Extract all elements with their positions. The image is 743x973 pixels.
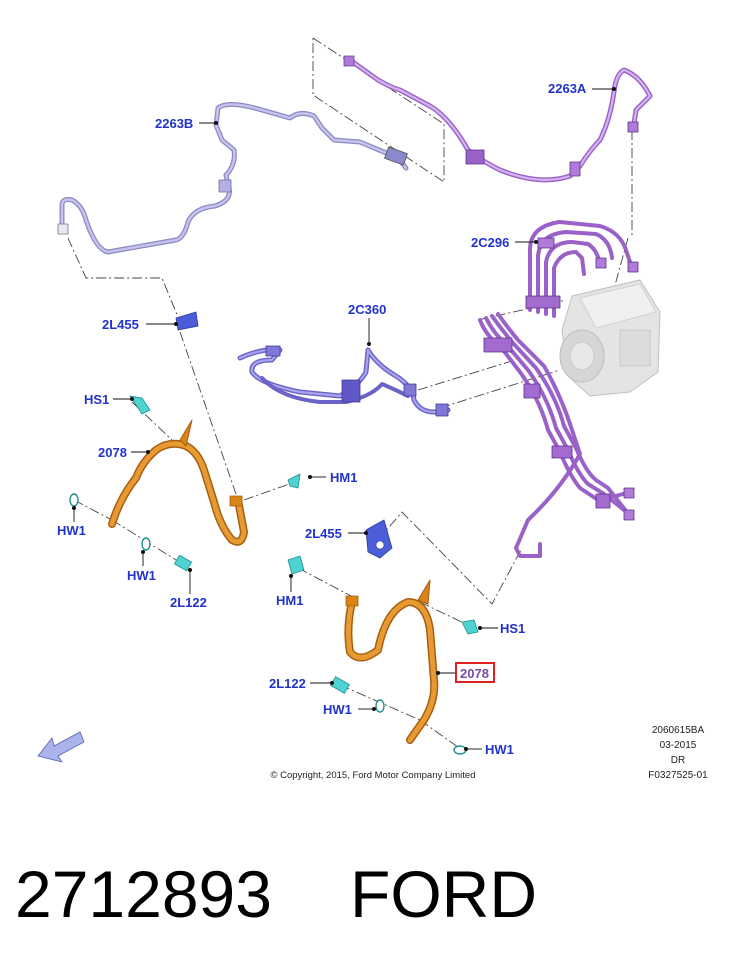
clip-HM1-left — [287, 555, 305, 575]
brake-tube-2C360 — [237, 345, 451, 417]
clip-HS1-left — [129, 395, 151, 415]
callout-HM1-right: HM1 — [330, 470, 357, 485]
bracket-2L455-top — [175, 311, 199, 331]
callout-HW1-a: HW1 — [57, 523, 86, 538]
meta-code: 2060615BA — [652, 725, 705, 736]
copyright-notice: © Copyright, 2015, Ford Motor Company Li… — [270, 770, 475, 781]
clip-HM1-right — [287, 473, 301, 489]
highlight-box — [455, 662, 495, 683]
callout-HW1-b: HW1 — [127, 568, 156, 583]
drawing-metadata: 2060615BA 03-2015 DR F0327525-01 — [648, 725, 708, 781]
callout-HW1-c: HW1 — [323, 702, 352, 717]
callout-HS1-left: HS1 — [84, 392, 109, 407]
part-number: 2712893 — [15, 857, 272, 931]
brand-name: FORD — [350, 857, 537, 931]
callout-2L455-middle: 2L455 — [305, 526, 342, 541]
abs-module — [559, 279, 661, 397]
clip-HS1-right — [461, 619, 479, 635]
callout-2C296: 2C296 — [471, 235, 509, 250]
callout-2263B: 2263B — [155, 116, 193, 131]
meta-date: 03-2015 — [660, 740, 697, 751]
callout-HW1-d: HW1 — [485, 742, 514, 757]
meta-dr: DR — [671, 755, 685, 766]
brake-tube-2263B — [57, 102, 409, 255]
callout-2L122-left: 2L122 — [170, 595, 207, 610]
meta-ref: F0327525-01 — [648, 770, 708, 781]
washer-HW1-a — [69, 493, 79, 507]
bolt-2L122-left — [173, 554, 193, 572]
callout-2263A: 2263A — [548, 81, 587, 96]
bolt-2L122-right — [330, 676, 350, 694]
callout-2078-left: 2078 — [98, 445, 127, 460]
brake-hose-2078-left — [108, 419, 248, 546]
callout-2C360: 2C360 — [348, 302, 386, 317]
washer-HW1-d — [453, 745, 467, 755]
bracket-2L455-middle — [365, 519, 393, 559]
brake-hose-2078-right — [344, 579, 439, 744]
callout-labels: 2263A 2263B 2C296 2L455 2C360 HS1 2078 H… — [57, 81, 587, 757]
assembly-centerlines — [67, 37, 633, 751]
callout-2L455-top: 2L455 — [102, 317, 139, 332]
callout-HS1-right: HS1 — [500, 621, 525, 636]
front-direction-arrow-icon — [37, 731, 85, 763]
callout-leaders — [72, 87, 616, 751]
callout-2L122-right: 2L122 — [269, 676, 306, 691]
washer-HW1-b — [141, 537, 151, 551]
callout-2078-highlighted: 2078 — [460, 666, 489, 681]
brake-tube-bundle-2C296 — [478, 220, 639, 558]
washer-HW1-c — [375, 699, 385, 713]
callout-HM1-left: HM1 — [276, 593, 303, 608]
brake-tube-2263A — [343, 55, 653, 183]
